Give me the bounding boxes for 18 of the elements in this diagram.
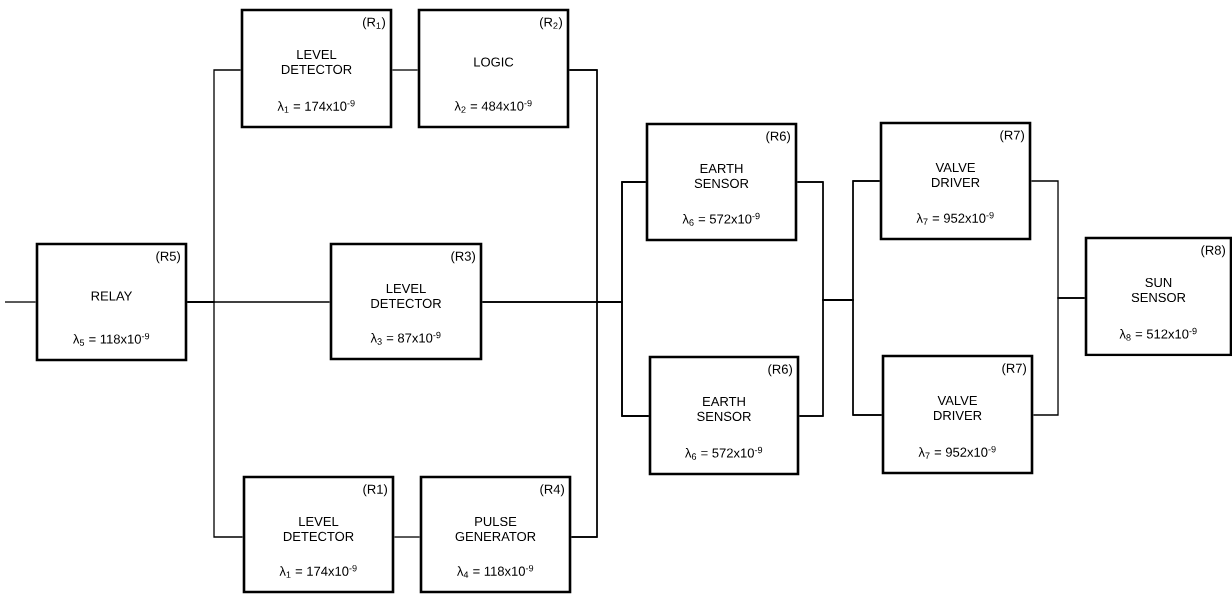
connector-line (186, 301, 244, 538)
connector-line (393, 536, 421, 538)
connector-line (798, 299, 883, 417)
block-box: (R$_{1}$) LEVEL DETECTOR λ$_{1}$ = 174x10$^{-9}$ (240, 8, 393, 129)
connector-line (391, 69, 419, 71)
block-box: (R7) VALVE DRIVER λ$_{7}$ = 952x10$^{-9}$ (881, 354, 1034, 475)
block-box: (R7) VALVE DRIVER λ$_{7}$ = 952x10$^{-9}$ (879, 121, 1032, 241)
block-box: (R4) PULSE GENERATOR λ$_{4}$ = 118x10$^{-9}$ (419, 475, 572, 594)
block-box: (R1) LEVEL DETECTOR λ$_{1}$ = 174x10$^{-9}$ (242, 475, 395, 594)
connector-line (570, 301, 650, 538)
block-box: (R8) SUN SENSOR λ$_{8}$ = 512x10$^{-9}$ (1084, 236, 1232, 357)
connector-line (1032, 297, 1086, 416)
block-box: (R3) LEVEL DETECTOR λ$_{3}$ = 87x10$^{-9}$ (329, 242, 483, 361)
block-box: (R6) EARTH SENSOR λ$_{6}$ = 572x10$^{-9}$ (648, 355, 800, 476)
block-box: (R5) RELAY λ$_{5}$ = 118x10$^{-9}$ (35, 242, 188, 362)
block-box: (R6) EARTH SENSOR λ$_{6}$ = 572x10$^{-9}$ (645, 122, 798, 242)
block-box: (R$_{2}$) LOGIC λ$_{2}$ = 484x10$^{-9}$ (417, 8, 570, 129)
connector-line (4, 301, 37, 303)
